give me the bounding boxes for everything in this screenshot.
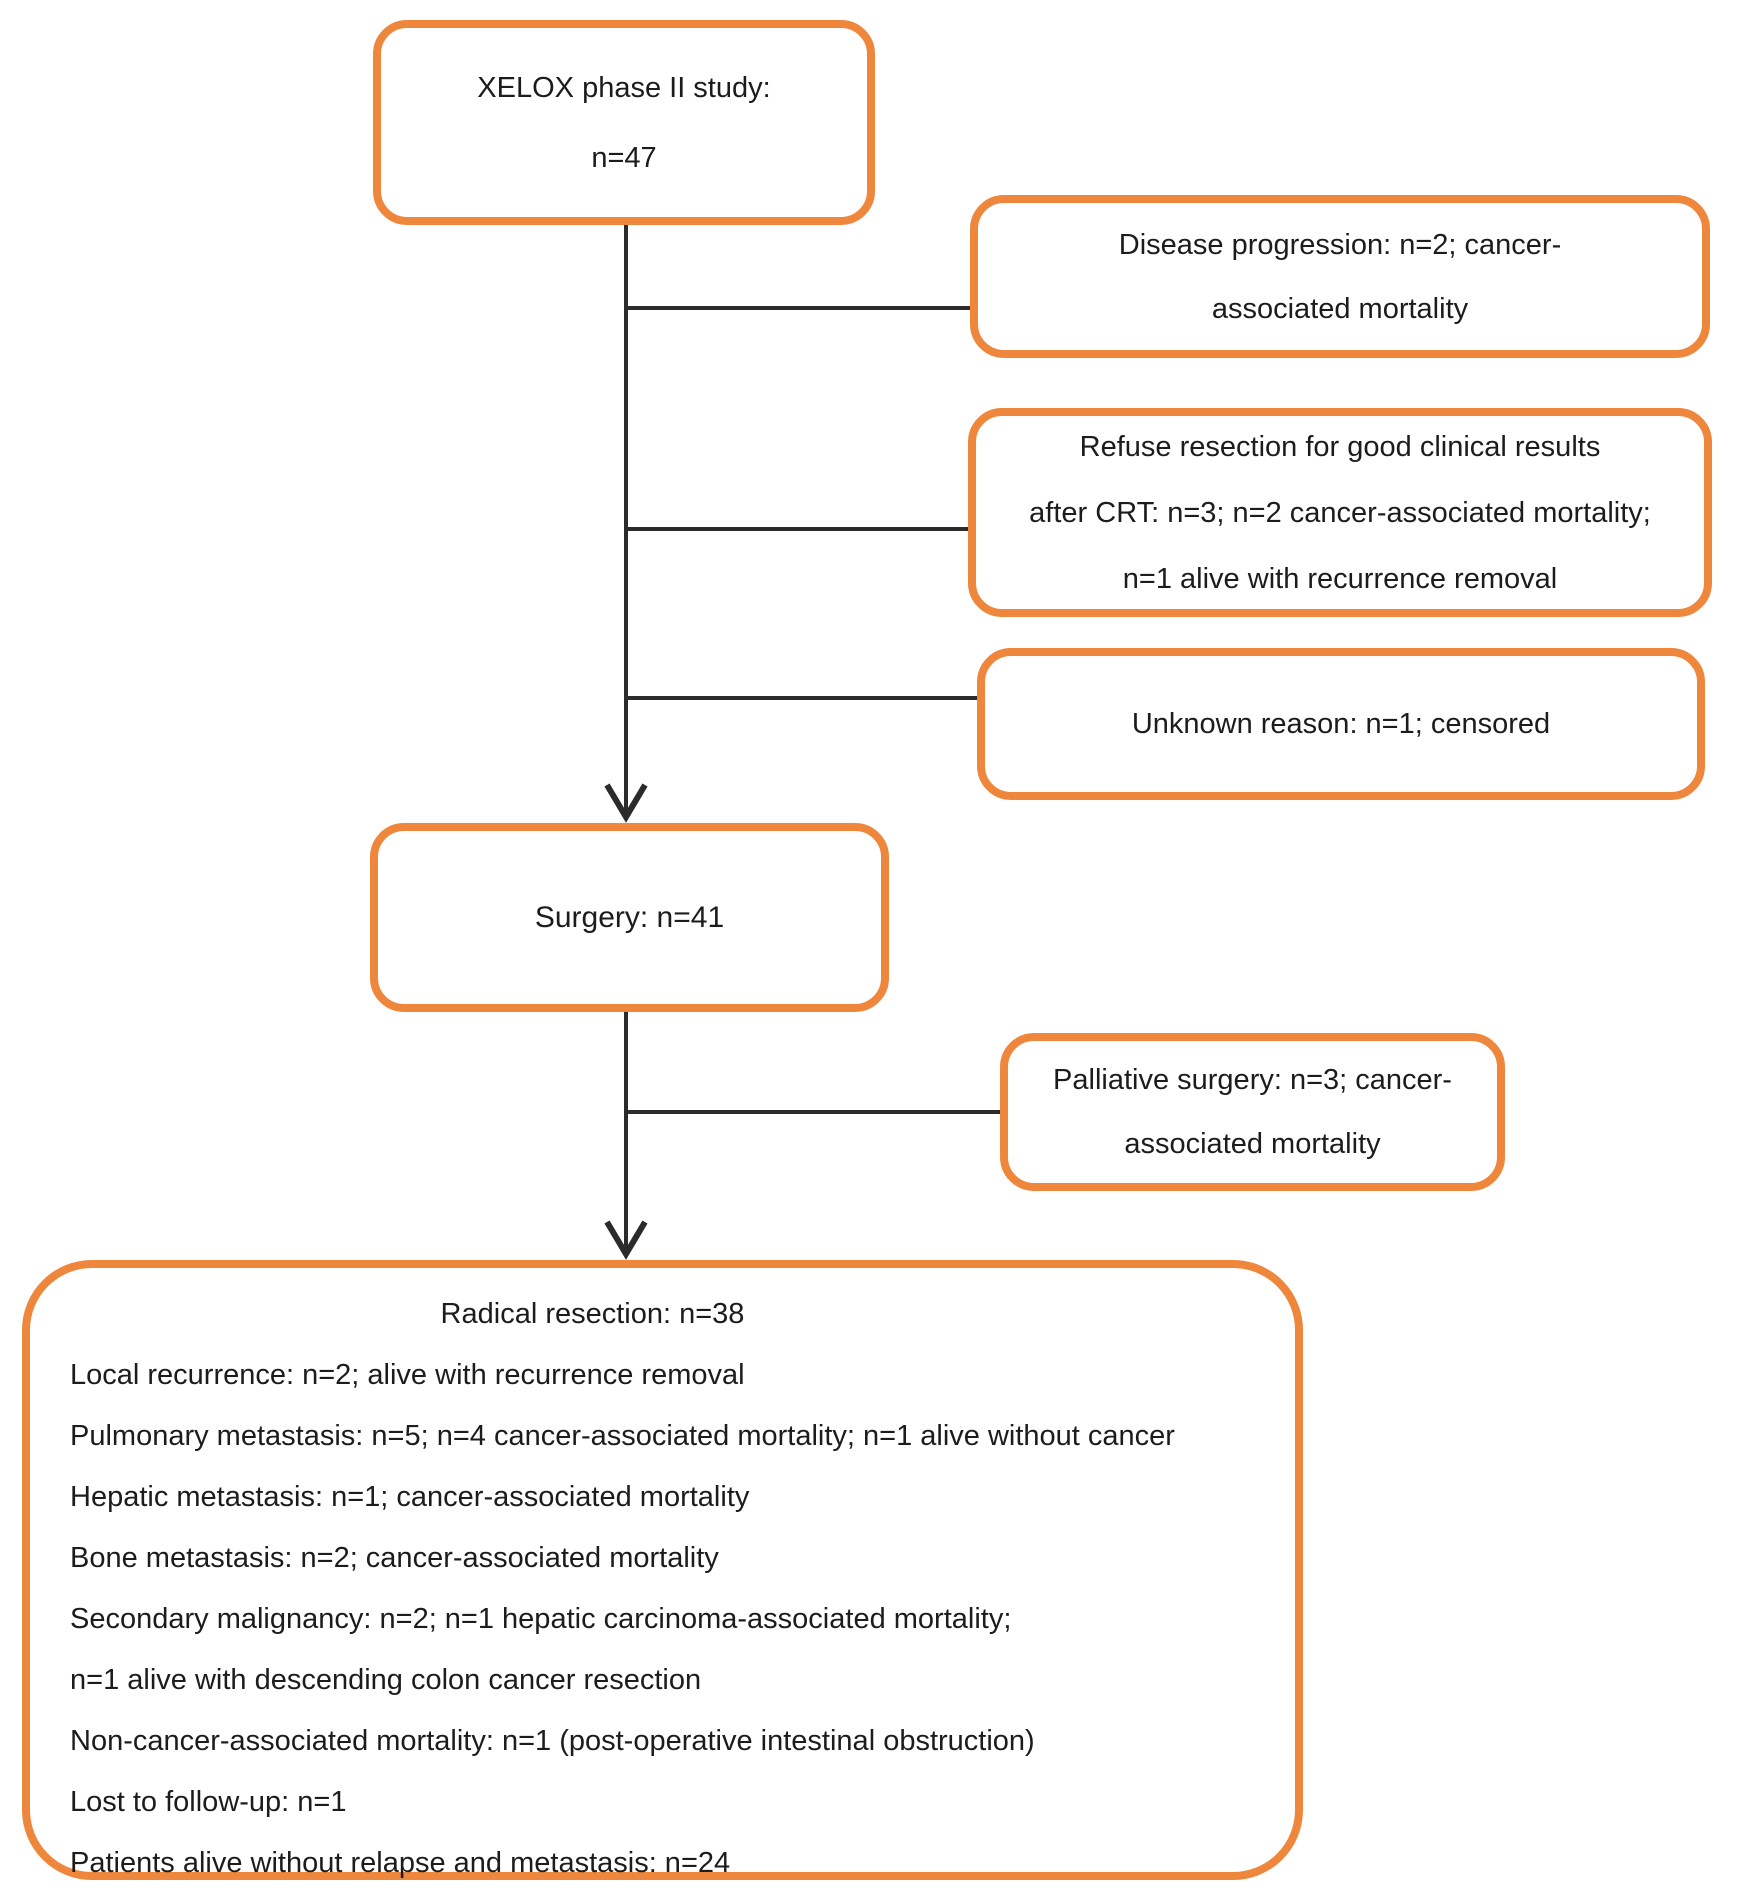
xelox-line-1: XELOX phase II study: [477,71,771,104]
box-refuse-resection: Refuse resection for good clinical resul… [968,408,1712,617]
radical-resection-title: Radical resection: n=38 [440,1298,745,1330]
radical-item-local-recurrence: Local recurrence: n=2; alive with recurr… [70,1359,745,1391]
xelox-line-2: n=47 [591,141,657,174]
radical-item-pulmonary-metastasis: Pulmonary metastasis: n=5; n=4 cancer-as… [70,1420,1175,1452]
unknown-line-1: Unknown reason: n=1; censored [1131,708,1551,740]
radical-item-non-cancer-mortality: Non-cancer-associated mortality: n=1 (po… [70,1725,1035,1757]
box-radical-resection: Radical resection: n=38 Local recurrence… [22,1260,1303,1880]
box-surgery: Surgery: n=41 [370,823,889,1012]
palliative-line-2: associated mortality [1124,1128,1381,1160]
refuse-line-1: Refuse resection for good clinical resul… [1079,430,1601,463]
box-disease-progression: Disease progression: n=2; cancer- associ… [970,195,1710,358]
refuse-line-2: after CRT: n=3; n=2 cancer-associated mo… [1029,496,1651,529]
radical-item-lost-follow-up: Lost to follow-up: n=1 [70,1786,347,1818]
radical-item-hepatic-metastasis: Hepatic metastasis: n=1; cancer-associat… [70,1481,750,1513]
arrowhead-into-radical [604,1220,648,1260]
disease-line-1: Disease progression: n=2; cancer- [1118,228,1562,261]
box-unknown-reason: Unknown reason: n=1; censored [977,648,1705,800]
palliative-line-1: Palliative surgery: n=3; cancer- [1053,1064,1452,1096]
box-palliative-surgery: Palliative surgery: n=3; cancer- associa… [1000,1033,1505,1191]
radical-item-descending-colon: n=1 alive with descending colon cancer r… [70,1664,702,1696]
refuse-line-3: n=1 alive with recurrence removal [1122,562,1558,595]
arrowhead-into-surgery [604,783,648,823]
surgery-line-1: Surgery: n=41 [534,900,725,934]
box-xelox-study: XELOX phase II study: n=47 [373,20,875,225]
radical-item-bone-metastasis: Bone metastasis: n=2; cancer-associated … [70,1542,719,1574]
radical-item-alive-without-relapse: Patients alive without relapse and metas… [70,1847,731,1879]
radical-item-secondary-malignancy: Secondary malignancy: n=2; n=1 hepatic c… [70,1603,1012,1635]
disease-line-2: associated mortality [1211,292,1469,325]
